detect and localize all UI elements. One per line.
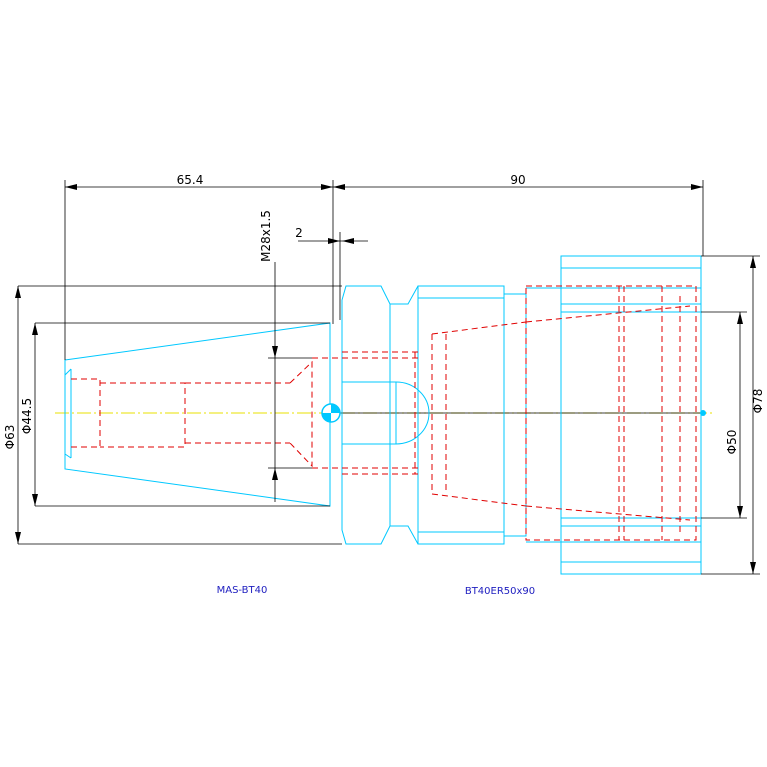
dim-d50: Φ50: [725, 430, 739, 455]
dim-d78: Φ78: [751, 389, 765, 414]
dimension-lines: [17, 180, 760, 575]
label-bt40er50x90: BT40ER50x90: [465, 586, 535, 597]
dimension-arrows: [15, 184, 756, 574]
label-mas-bt40: MAS-BT40: [217, 585, 268, 596]
dim-shank-length: 65.4: [177, 173, 204, 187]
dim-flange-gap: 2: [295, 226, 303, 240]
taper-shank: [64, 322, 331, 507]
dim-d63: Φ63: [3, 425, 17, 450]
holder-body: [341, 255, 702, 575]
dim-holder-length: 90: [510, 173, 525, 187]
center-marker: [321, 403, 706, 423]
dim-thread: M28x1.5: [259, 210, 273, 262]
hidden-lines: [71, 285, 697, 541]
dim-d44-5: Φ44.5: [20, 398, 34, 434]
